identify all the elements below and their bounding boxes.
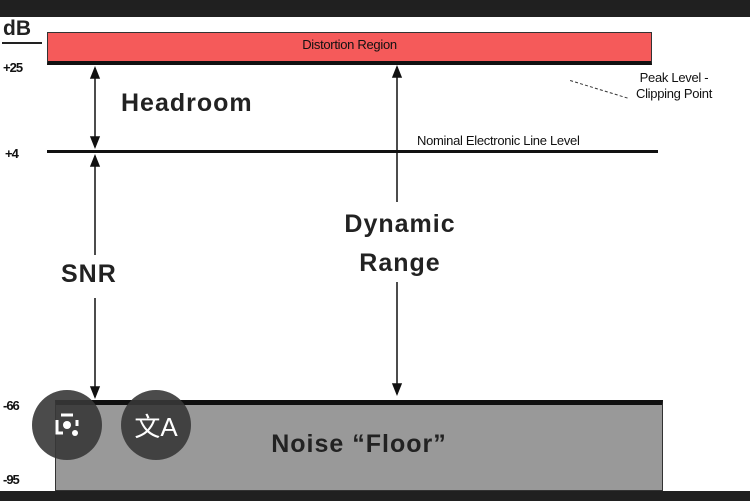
nominal-label: Nominal Electronic Line Level bbox=[417, 133, 580, 148]
tick-minus66: -66 bbox=[3, 398, 20, 413]
dynamic-range-label: Dynamic Range bbox=[330, 205, 470, 283]
dynamic-line1: Dynamic bbox=[344, 210, 456, 238]
tick-plus4: +4 bbox=[5, 146, 19, 161]
peak-label: Peak Level - Clipping Point bbox=[636, 70, 712, 102]
distortion-label: Distortion Region bbox=[302, 37, 397, 52]
dynamic-line2: Range bbox=[359, 249, 441, 277]
peak-label-line1: Peak Level - bbox=[639, 70, 709, 85]
arrowhead bbox=[89, 386, 101, 400]
arrowhead bbox=[391, 64, 403, 78]
lens-button[interactable] bbox=[32, 390, 102, 460]
arrowhead bbox=[89, 136, 101, 150]
arrowhead bbox=[89, 65, 101, 79]
headroom-label: Headroom bbox=[121, 89, 253, 117]
noise-floor-label: Noise “Floor” bbox=[271, 430, 447, 458]
tick-minus95: -95 bbox=[3, 472, 20, 487]
db-unit-label: dB bbox=[3, 17, 31, 40]
snr-label: SNR bbox=[61, 260, 117, 288]
db-underline bbox=[2, 42, 42, 44]
peak-label-line2: Clipping Point bbox=[636, 86, 713, 101]
lens-icon bbox=[55, 413, 79, 436]
tick-plus25: +25 bbox=[3, 60, 23, 75]
bottom-bar bbox=[0, 491, 750, 501]
translate-button[interactable]: 文A bbox=[121, 390, 191, 460]
top-bar bbox=[0, 0, 750, 17]
translate-icon: 文A bbox=[134, 411, 178, 442]
arrowhead bbox=[89, 153, 101, 167]
distortion-region: Distortion Region bbox=[47, 32, 652, 65]
nominal-line bbox=[47, 150, 658, 153]
arrowhead bbox=[391, 383, 403, 397]
